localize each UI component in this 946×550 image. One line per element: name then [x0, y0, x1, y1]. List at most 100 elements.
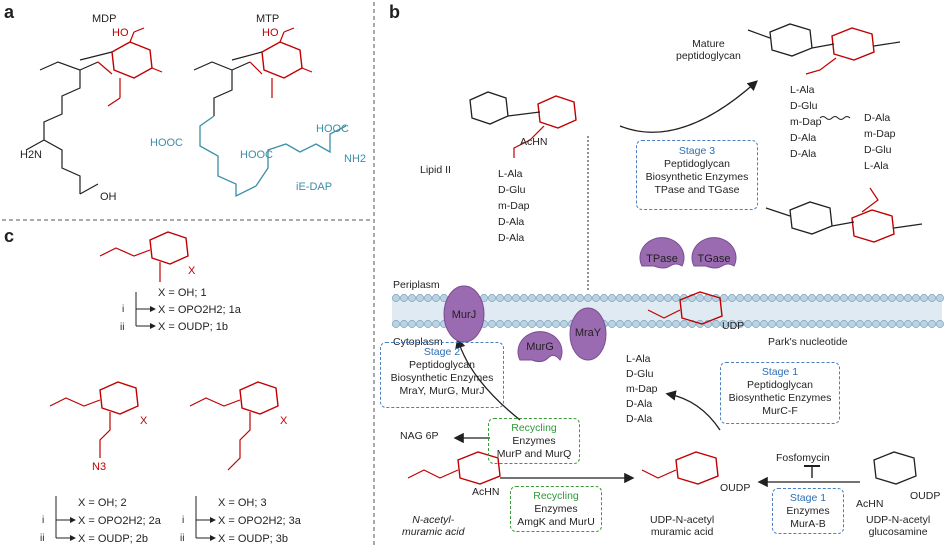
membrane-lipid-head [872, 294, 880, 302]
tpase-label: TPase [646, 253, 678, 265]
mature-pg-line-2: peptidoglycan [676, 50, 741, 62]
compound-1-x: X [188, 265, 196, 277]
membrane-lipid-head [664, 320, 672, 328]
membrane-lipid-head [800, 320, 808, 328]
membrane-lipid-head [568, 294, 576, 302]
murj-enzyme: MurJ [443, 285, 485, 343]
membrane-lipid-head [768, 294, 776, 302]
fosfomycin-label: Fosfomycin [776, 452, 830, 464]
membrane-lipid-head [736, 294, 744, 302]
mature-pg-line-1: Mature [692, 38, 725, 50]
compound-2-step-i: i [42, 515, 44, 526]
membrane-lipid-head [744, 294, 752, 302]
panel-label-a: a [4, 2, 15, 22]
mature-left-5: D-Ala [790, 148, 817, 160]
mature-pg-glycan-bottom [765, 187, 923, 243]
recycling2-title: Recycling [533, 490, 579, 502]
mray-label: MraY [575, 327, 602, 339]
membrane-lipid-head [864, 320, 872, 328]
membrane-lipid-head [616, 294, 624, 302]
parks-peptide-3: m-Dap [626, 383, 658, 395]
membrane-lipid-head [520, 294, 528, 302]
compound-2-x: X [140, 415, 148, 427]
compound-1-line-1: X = OH; 1 [158, 287, 207, 299]
compound-3-step-i: i [182, 515, 184, 526]
membrane-lipid-head [720, 320, 728, 328]
parks-peptide-5: D-Ala [626, 413, 653, 425]
membrane-lipid-head [824, 320, 832, 328]
membrane-lipid-head [800, 294, 808, 302]
membrane-lipid-head [400, 320, 408, 328]
lipid-ii-label: Lipid II [420, 164, 451, 176]
parks-nucleotide-sugar [647, 291, 723, 325]
membrane-lipid-head [544, 320, 552, 328]
mature-peptide-left: L-Ala D-Glu m-Dap D-Ala D-Ala [790, 82, 822, 162]
mtp-structure [193, 27, 347, 198]
mature-left-4: D-Ala [790, 132, 817, 144]
membrane-lipid-head [560, 320, 568, 328]
compound-1-structure [99, 231, 189, 282]
parks-peptide-2: D-Glu [626, 368, 654, 380]
nam-name-1: N-acetyl- [412, 514, 455, 526]
membrane-lipid-head [616, 320, 624, 328]
membrane-lipid-head [808, 320, 816, 328]
compound-3-line-2: X = OPO2H2; 3a [218, 515, 302, 527]
membrane-lipid-head [632, 320, 640, 328]
membrane-lipid-head [720, 294, 728, 302]
nam-achn-label: AcHN [472, 486, 500, 498]
recycling2-line-1: Enzymes [534, 503, 578, 515]
compound-3-line-3: X = OUDP; 3b [218, 533, 288, 545]
arrow-to-mature-pg [619, 80, 758, 133]
stage2-box: Stage 2 Peptidoglycan Biosynthetic Enzym… [380, 342, 504, 408]
mtp-nh2-label: NH2 [344, 153, 366, 165]
membrane-lipid-head [392, 294, 400, 302]
mtp-hooc2-label: HOOC [240, 149, 273, 161]
membrane-lipid-head [432, 320, 440, 328]
compound-2-structure [49, 381, 139, 458]
stage1-line-1: Peptidoglycan [747, 379, 813, 391]
nam-sugar [407, 451, 501, 485]
compound-2-line-1: X = OH; 2 [78, 497, 127, 509]
recycling1-title: Recycling [511, 422, 557, 434]
compound-2-step-ii: ii [40, 533, 44, 544]
membrane-lipid-head [824, 294, 832, 302]
mature-left-3: m-Dap [790, 116, 822, 128]
membrane-lipid-head [904, 294, 912, 302]
membrane-lipid-head [888, 320, 896, 328]
membrane-lipid-head [848, 320, 856, 328]
compound-1-line-2: X = OPO2H2; 1a [158, 304, 242, 316]
panel-label-c: c [4, 226, 15, 246]
lipid-peptide-3: m-Dap [498, 200, 530, 212]
membrane-lipid-head [552, 294, 560, 302]
membrane-lipid-head [920, 320, 928, 328]
mtp-hooc3-label: HOOC [316, 123, 349, 135]
compound-2-line-2: X = OPO2H2; 2a [78, 515, 162, 527]
mature-pg-glycan-top [747, 23, 901, 75]
membrane-lipid-head [736, 320, 744, 328]
membrane-lipid-head [832, 320, 840, 328]
udp-nam-name: UDP-N-acetyl muramic acid [650, 514, 714, 538]
membrane-lipid-head [936, 320, 944, 328]
mature-right-4: L-Ala [864, 160, 889, 172]
membrane-lipid-head [656, 294, 664, 302]
membrane-lipid-head [544, 294, 552, 302]
membrane-lipid-head [728, 294, 736, 302]
parks-peptide-4: D-Ala [626, 398, 653, 410]
membrane-lipid-head [584, 294, 592, 302]
membrane-lipid-head [672, 320, 680, 328]
stage1-title: Stage 1 [761, 366, 799, 378]
membrane-lipid-head [896, 320, 904, 328]
arrow-stage1 [665, 390, 721, 431]
membrane-lipid-head [536, 320, 544, 328]
membrane-lipid-head [512, 294, 520, 302]
lipid-ii-peptide: L-Ala D-Glu m-Dap D-Ala D-Ala [498, 166, 530, 246]
membrane-lipid-head [912, 294, 920, 302]
stage2-line-3: MraY, MurG, MurJ [399, 385, 485, 397]
membrane-lipid-head [856, 320, 864, 328]
tgase-enzyme: TGase [691, 237, 737, 269]
compound-1-line-3: X = OUDP; 1b [158, 321, 228, 333]
udp-nam-oudp-label: OUDP [720, 482, 751, 494]
nam-name: N-acetyl- muramic acid [402, 514, 464, 538]
membrane-lipid-head [696, 294, 704, 302]
